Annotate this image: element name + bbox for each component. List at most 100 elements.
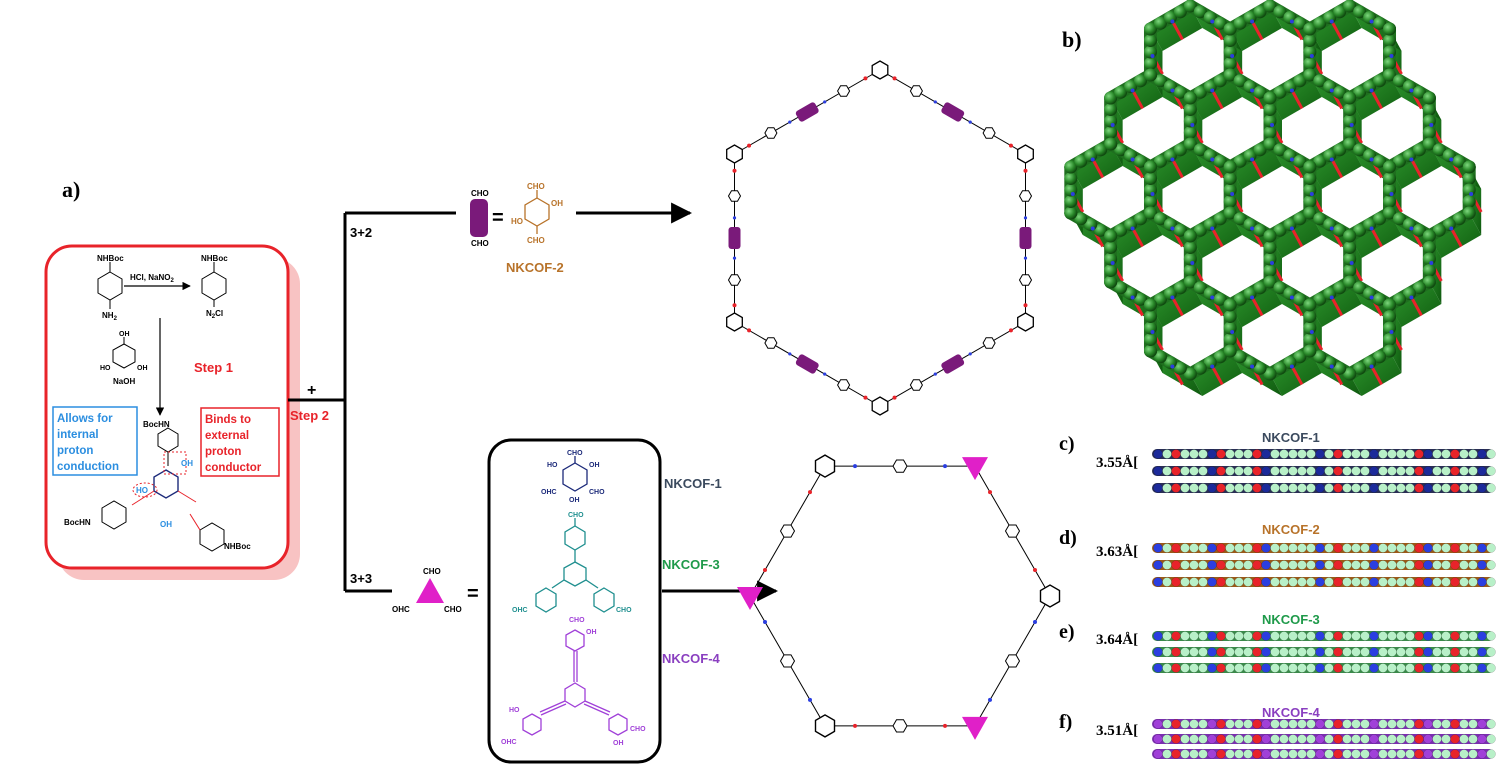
stack-atom <box>1360 734 1370 744</box>
stack-atom <box>1189 449 1199 459</box>
nitrogen-atom <box>1289 157 1294 162</box>
stack-atom <box>1342 734 1352 744</box>
atom-sphere <box>1114 85 1128 99</box>
atom-sphere <box>1114 143 1128 157</box>
stack-atom <box>1216 663 1226 673</box>
atom-sphere <box>1313 74 1327 88</box>
imine-mark <box>732 216 737 220</box>
stack-atom <box>1162 449 1172 459</box>
stack-atom <box>1459 647 1469 657</box>
tri-cho-top: CHO <box>423 567 441 576</box>
atom-sphere <box>1074 212 1088 226</box>
nitrogen-atom <box>1449 226 1454 231</box>
stack-atom <box>1252 719 1262 729</box>
stack-atom <box>1477 449 1487 459</box>
stack-atom <box>1360 449 1370 459</box>
stack-atom <box>1441 449 1451 459</box>
stack-atom <box>1333 483 1343 493</box>
stack-atom <box>1405 663 1415 673</box>
stack-atom <box>1288 577 1298 587</box>
atom-sphere <box>1293 212 1307 226</box>
nitrogen-atom <box>1210 19 1215 24</box>
a1-oh: OH <box>589 462 600 469</box>
atom-sphere <box>1233 350 1247 364</box>
stack-atom <box>1306 631 1316 641</box>
atom-sphere <box>1373 154 1387 168</box>
stack-atom <box>1414 449 1424 459</box>
stack-atom <box>1468 749 1478 759</box>
stack-atom <box>1351 466 1361 476</box>
stack-atom <box>1153 543 1163 553</box>
stack-atom <box>1351 577 1361 587</box>
stack-atom <box>1477 543 1487 553</box>
stack-atom <box>1360 719 1370 729</box>
stack-atom <box>1180 631 1190 641</box>
stack-atom <box>1477 663 1487 673</box>
stack-atom <box>1252 647 1262 657</box>
nitrogen-atom <box>1070 192 1075 196</box>
stack-atom <box>1477 749 1487 759</box>
stack-atom <box>1315 734 1325 744</box>
triangle-node <box>962 716 988 740</box>
atom-sphere <box>1293 74 1307 88</box>
stack-atom <box>1324 449 1334 459</box>
step2-label: Step 2 <box>290 408 329 423</box>
stack-atom <box>1450 719 1460 729</box>
route-33-label: 3+3 <box>350 571 372 586</box>
atom-sphere <box>1253 85 1267 99</box>
stack-atom <box>1225 749 1235 759</box>
stack-atom <box>1198 663 1208 673</box>
stack-atom <box>1342 719 1352 729</box>
stack-atom <box>1360 543 1370 553</box>
stack-atom <box>1450 734 1460 744</box>
atom-sphere <box>1134 292 1148 306</box>
stack-atom <box>1342 449 1352 459</box>
stack-atom <box>1261 483 1271 493</box>
stack-atom <box>1234 631 1244 641</box>
imine-mark <box>968 120 972 124</box>
stack-atom <box>1297 577 1307 587</box>
stack-atom <box>1333 543 1343 553</box>
atom-sphere <box>1303 45 1317 59</box>
stack-atom <box>1423 647 1433 657</box>
stack-atom <box>1189 483 1199 493</box>
stack-atom <box>1324 483 1334 493</box>
monomer-oh-bottom: OH <box>160 520 172 529</box>
dhta-ho: HO <box>511 217 523 226</box>
atom-sphere <box>1143 160 1157 174</box>
atom-sphere <box>1064 195 1078 208</box>
stack-atom <box>1414 543 1424 553</box>
nhboc-right: NHBoc <box>224 542 251 551</box>
nkcof3-scheme-label: NKCOF-3 <box>662 557 720 572</box>
stack-atom <box>1450 560 1460 570</box>
stack-atom <box>1207 663 1217 673</box>
stack-atom <box>1207 631 1217 641</box>
atom-sphere <box>1223 45 1237 59</box>
a3-ohc: OHC <box>512 607 528 614</box>
panel-label-d: d) <box>1059 527 1077 549</box>
atom-sphere <box>1263 114 1277 128</box>
atom-sphere <box>1143 45 1157 59</box>
nitrogen-atom <box>1329 226 1334 231</box>
atom-sphere <box>1313 212 1327 226</box>
atom-sphere <box>1213 212 1227 226</box>
stack-atom <box>1180 543 1190 553</box>
linker-block <box>941 354 965 374</box>
equals-sign-33: = <box>467 583 479 605</box>
stack-atom <box>1396 466 1406 476</box>
stack-atom <box>1333 560 1343 570</box>
nitrogen-atom <box>1210 88 1215 93</box>
stack-atom <box>1477 577 1487 587</box>
nitrogen-atom <box>1170 226 1175 231</box>
stack-atom <box>1306 663 1316 673</box>
stack-atom <box>1369 749 1379 759</box>
atom-sphere <box>1313 292 1327 306</box>
stack-atom <box>1279 577 1289 587</box>
nitrogen-atom <box>1090 226 1095 231</box>
stack-atom <box>1369 734 1379 744</box>
stack-atom <box>1324 663 1334 673</box>
nitrogen-atom <box>1409 295 1414 300</box>
nitrogen-atom <box>1369 19 1374 24</box>
external-callout-line1: Binds to <box>205 414 251 426</box>
stack-atom <box>1198 466 1208 476</box>
